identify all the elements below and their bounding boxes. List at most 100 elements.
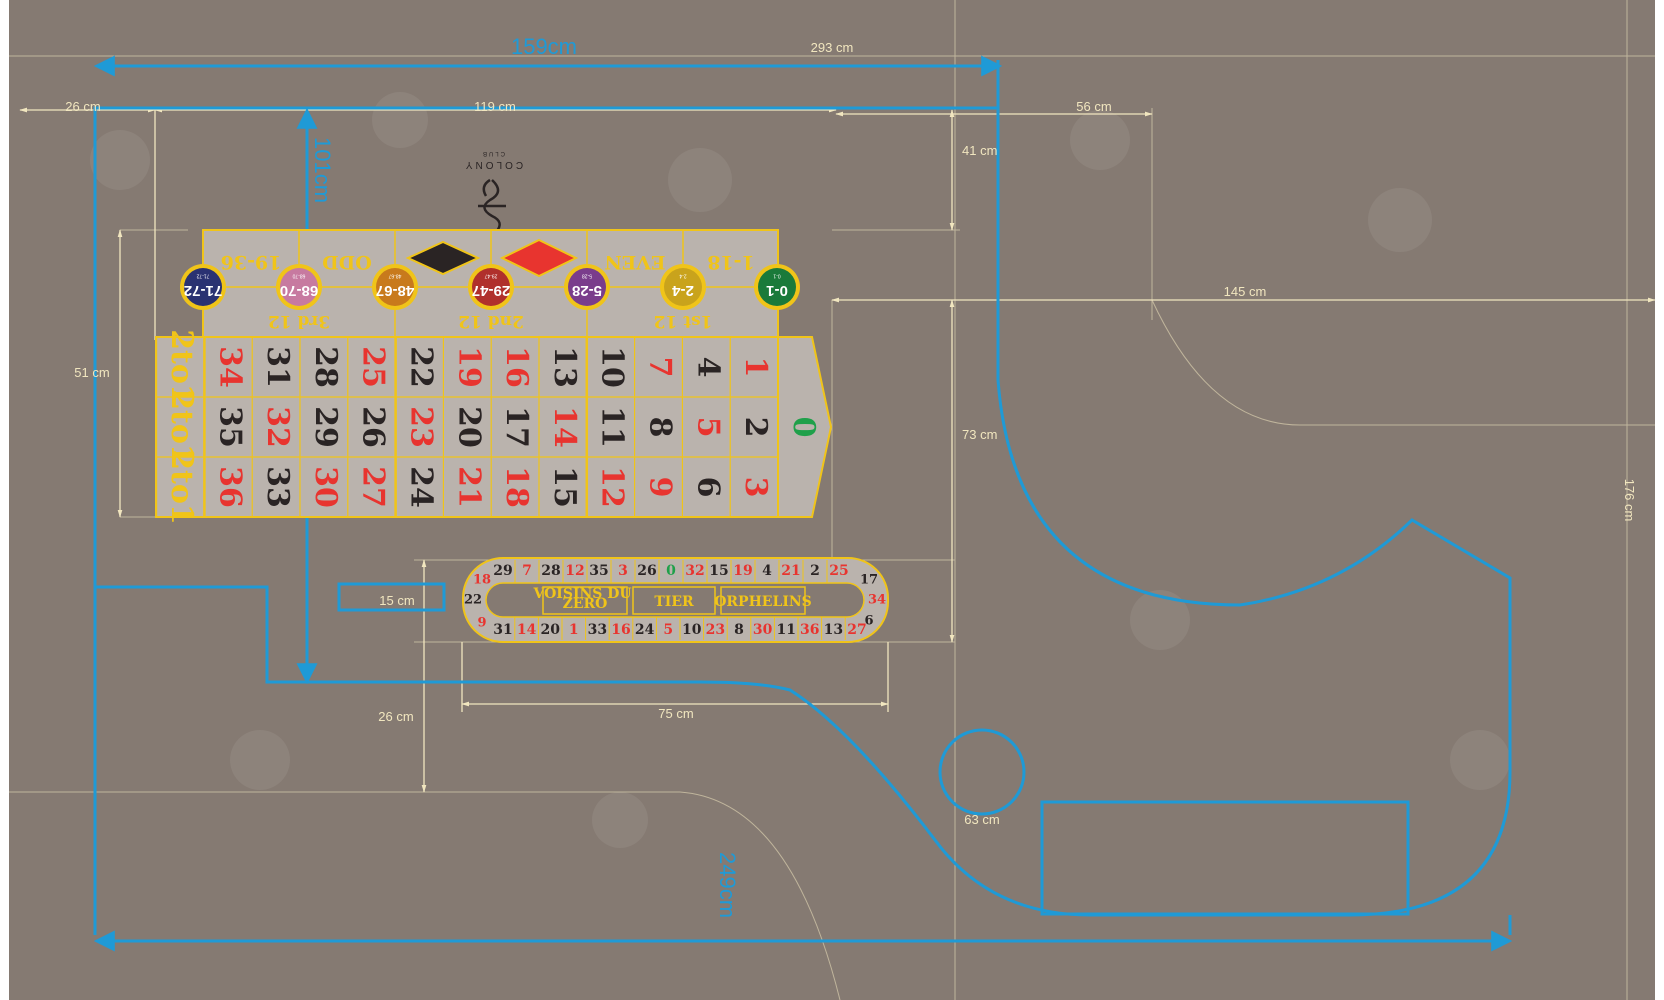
grid-number-9[interactable]: 9 [643, 477, 678, 498]
track-number-10[interactable]: 10 [682, 622, 702, 638]
track-number-34[interactable]: 34 [868, 593, 886, 608]
grid-number-6[interactable]: 6 [690, 477, 725, 498]
grid-number-7[interactable]: 7 [643, 357, 678, 378]
track-number-0[interactable]: 0 [666, 563, 676, 579]
track-number-5[interactable]: 5 [663, 622, 673, 638]
bet-even[interactable]: EVEN [604, 251, 665, 273]
track-number-3[interactable]: 3 [618, 563, 628, 579]
grid-number-12[interactable]: 12 [595, 466, 630, 508]
track-number-33[interactable]: 33 [588, 622, 607, 638]
chip-0-1[interactable]: 0-10-1 [754, 264, 800, 310]
track-number-24[interactable]: 24 [635, 622, 655, 638]
track-number-14[interactable]: 14 [517, 622, 537, 638]
track-number-23[interactable]: 23 [706, 622, 725, 638]
grid-number-36[interactable]: 36 [212, 466, 247, 508]
grid-number-10[interactable]: 10 [595, 346, 630, 388]
bet-2nd-12[interactable]: 2nd 12 [458, 311, 524, 331]
bet-3rd-12[interactable]: 3rd 12 [268, 311, 330, 331]
track-number-11[interactable]: 11 [776, 622, 795, 638]
track-number-22[interactable]: 22 [464, 593, 482, 608]
track-number-30[interactable]: 30 [753, 622, 773, 638]
chip-face [664, 268, 702, 306]
grid-number-5[interactable]: 5 [690, 417, 725, 438]
track-number-12[interactable]: 12 [565, 563, 584, 579]
grid-number-8[interactable]: 8 [643, 417, 678, 438]
grid-number-34[interactable]: 34 [212, 346, 247, 388]
bet-1-18[interactable]: 1-18 [707, 251, 755, 273]
track-number-31[interactable]: 31 [493, 622, 512, 638]
track-number-32[interactable]: 32 [685, 563, 704, 579]
grid-number-4[interactable]: 4 [690, 357, 725, 378]
track-number-26[interactable]: 26 [637, 563, 656, 579]
grid-number-23[interactable]: 23 [404, 406, 439, 448]
bet-1st-12[interactable]: 1st 12 [654, 311, 713, 331]
track-number-1[interactable]: 1 [569, 622, 579, 638]
chip-5-28[interactable]: 5-285-28 [564, 264, 610, 310]
track-number-8[interactable]: 8 [734, 622, 744, 638]
grid-number-32[interactable]: 32 [260, 406, 295, 448]
grid-number-28[interactable]: 28 [308, 346, 343, 388]
grid-number-17[interactable]: 17 [499, 406, 534, 448]
bet-19-36[interactable]: 19-36 [221, 251, 282, 273]
grid-number-15[interactable]: 15 [547, 466, 582, 508]
track-number-20[interactable]: 20 [540, 622, 560, 638]
bet-odd[interactable]: ODD [322, 251, 372, 273]
track-number-29[interactable]: 29 [493, 563, 512, 579]
grid-number-26[interactable]: 26 [356, 406, 391, 448]
section-orphelins-box[interactable] [720, 586, 806, 615]
chip-label: 29-47 [472, 282, 510, 299]
column-bet-mid[interactable]: 2to1 [164, 389, 199, 465]
track-number-4[interactable]: 4 [762, 563, 772, 579]
grid-number-11[interactable]: 11 [595, 406, 630, 448]
grid-number-29[interactable]: 29 [308, 406, 343, 448]
track-number-2[interactable]: 2 [810, 563, 820, 579]
grid-number-2[interactable]: 2 [738, 417, 773, 438]
grid-number-14[interactable]: 14 [547, 406, 582, 448]
grid-number-35[interactable]: 35 [212, 406, 247, 448]
track-number-18[interactable]: 18 [473, 573, 491, 588]
track-number-17[interactable]: 17 [860, 573, 878, 588]
track-number-9[interactable]: 9 [477, 616, 486, 631]
track-number-16[interactable]: 16 [611, 622, 630, 638]
grid-number-24[interactable]: 24 [404, 466, 439, 508]
grid-number-27[interactable]: 27 [356, 466, 391, 508]
track-number-25[interactable]: 25 [829, 563, 848, 579]
grid-number-16[interactable]: 16 [499, 346, 534, 388]
grid-number-21[interactable]: 21 [451, 466, 486, 508]
track-number-28[interactable]: 28 [541, 563, 560, 579]
dim-outline-height: 101cm [310, 137, 335, 203]
grid-number-3[interactable]: 3 [738, 477, 773, 498]
track-number-7[interactable]: 7 [522, 563, 532, 579]
grid-number-25[interactable]: 25 [356, 346, 391, 388]
track-number-36[interactable]: 36 [800, 622, 819, 638]
grid-number-33[interactable]: 33 [260, 466, 295, 508]
grid-number-19[interactable]: 19 [451, 346, 486, 388]
red-diamond[interactable] [499, 238, 579, 278]
track-number-13[interactable]: 13 [824, 622, 843, 638]
grid-number-1[interactable]: 1 [738, 357, 773, 378]
grid-number-31[interactable]: 31 [260, 346, 295, 388]
track-number-19[interactable]: 19 [733, 563, 752, 579]
grid-number-30[interactable]: 30 [308, 466, 343, 508]
chip-2-4[interactable]: 2-42-4 [660, 264, 706, 310]
grid-number-22[interactable]: 22 [404, 346, 439, 388]
track-number-27[interactable]: 27 [847, 622, 866, 638]
grid-number-13[interactable]: 13 [547, 346, 582, 388]
grid-number-20[interactable]: 20 [451, 406, 486, 448]
column-bet-bot[interactable]: 2to1 [164, 449, 199, 525]
table-outline [93, 55, 1513, 952]
grid-number-18[interactable]: 18 [499, 466, 534, 508]
track-number-35[interactable]: 35 [589, 563, 608, 579]
section-tier-box[interactable] [632, 586, 716, 615]
column-bet-top[interactable]: 2to1 [164, 329, 199, 405]
track-number-15[interactable]: 15 [709, 563, 728, 579]
track-number-6[interactable]: 6 [864, 614, 873, 629]
track-number-21[interactable]: 21 [781, 563, 800, 579]
black-diamond[interactable] [405, 240, 481, 276]
section-voisins-box[interactable] [542, 586, 628, 615]
